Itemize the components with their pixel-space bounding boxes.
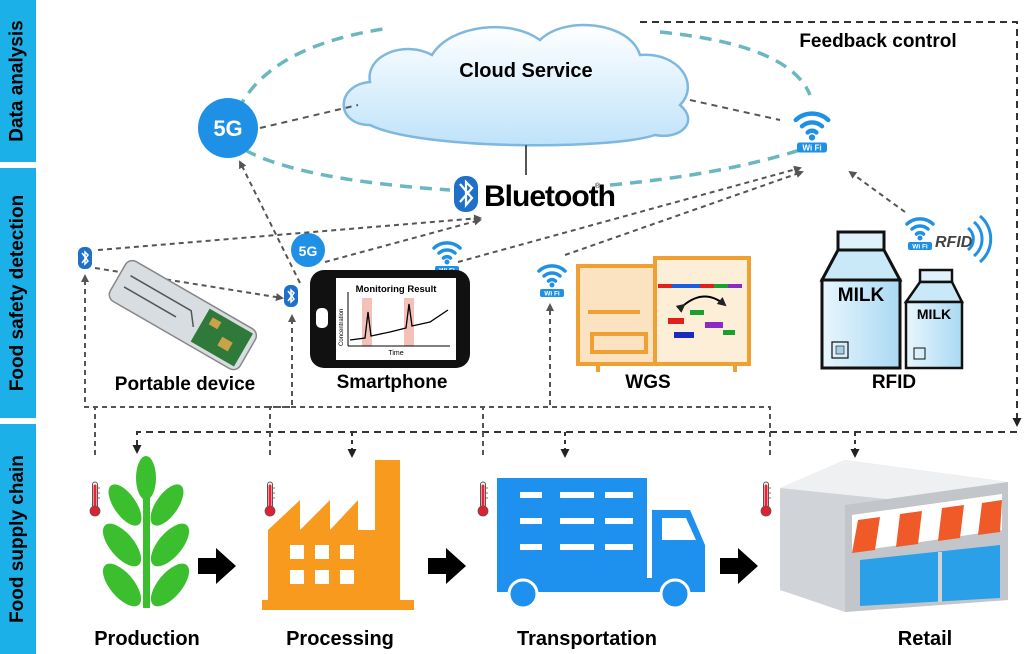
smartphone-label: Smartphone [337, 372, 448, 393]
5g-small-label: 5G [299, 243, 318, 259]
network-arc [236, 26, 391, 111]
cloud-service-label: Cloud Service [459, 60, 592, 82]
milk-label-small: MILK [917, 306, 951, 322]
stage-transportation-label: Transportation [517, 628, 657, 650]
sidebar-bar [0, 168, 36, 418]
rfid-tag-icon [966, 214, 993, 264]
thermometer-icon [476, 480, 490, 518]
cloud-link [689, 99, 781, 121]
wifi-icon [537, 264, 567, 300]
bluetooth-icon [283, 284, 299, 308]
5g-icon [198, 98, 258, 158]
milk-carton-small-icon [903, 268, 965, 370]
network-arc [659, 30, 812, 96]
rfid-tag-label: RFID [935, 234, 973, 251]
network-arc [609, 148, 801, 187]
bluetooth-wordmark: Bluetooth [484, 180, 615, 213]
bluetooth-icon [77, 246, 93, 270]
network-arc [244, 148, 451, 192]
sidebar-bar [0, 424, 36, 654]
connectors [81, 160, 906, 455]
rfid-label: RFID [872, 372, 916, 393]
stage-processing-label: Processing [286, 628, 394, 650]
thermometer-icon [759, 480, 773, 518]
registered-mark: ® [595, 182, 601, 190]
stage-retail-label: Retail [898, 628, 952, 650]
plant-icon [102, 456, 190, 608]
wgs-machine-icon [576, 256, 751, 372]
cloud-link [259, 104, 359, 129]
wifi-icon [432, 241, 462, 277]
factory-icon [262, 460, 414, 610]
wgs-label: WGS [625, 372, 670, 393]
5g-small-icon [291, 233, 325, 267]
smartphone-icon [310, 270, 470, 368]
portable-device-label: Portable device [115, 374, 255, 395]
milk-label-large: MILK [838, 285, 885, 306]
screen-title: Monitoring Result [356, 284, 438, 295]
stage-production-label: Production [94, 628, 200, 650]
feedback-line [132, 431, 1017, 454]
portable-device-icon [108, 259, 258, 371]
screen-ylabel: Concentration [339, 309, 345, 346]
thermometer-icon [263, 480, 277, 518]
feedback-control-label: Feedback control [799, 31, 956, 52]
milk-carton-large-icon [819, 230, 903, 370]
feedback-line [640, 21, 1022, 427]
flow-arrows [198, 548, 758, 584]
thermometer-icon [88, 480, 102, 518]
screen-xlabel: Time [388, 350, 403, 357]
truck-icon [497, 478, 705, 610]
cloud-icon [342, 23, 690, 147]
store-icon [780, 460, 1008, 612]
bluetooth-logo-icon [454, 176, 478, 212]
wifi-icon [796, 114, 829, 153]
sidebar-bar [0, 0, 36, 162]
5g-label: 5G [213, 116, 242, 141]
wifi-icon [905, 217, 935, 253]
